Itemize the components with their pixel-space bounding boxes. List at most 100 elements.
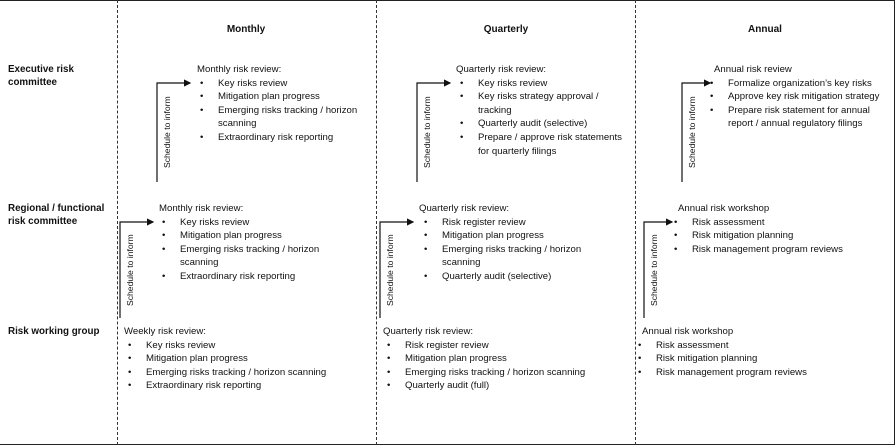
list-item: • Key risks review bbox=[200, 77, 378, 91]
bullet-icon: • bbox=[710, 91, 714, 103]
bullet-list: • Risk register review • Mitigation plan pr… bbox=[387, 339, 645, 393]
list-item: • Extraordinary risk reporting bbox=[200, 131, 378, 145]
list-item: • Risk mitigation planning bbox=[638, 352, 896, 366]
list-item-text: Prepare risk statement for annual report… bbox=[728, 104, 870, 130]
list-item-text: Mitigation plan progress bbox=[405, 353, 507, 365]
row-label-line: Regional / functional bbox=[8, 203, 105, 214]
bullet-list: •Key risks review•Mitigation plan progre… bbox=[162, 216, 340, 284]
bullet-icon: • bbox=[460, 77, 464, 89]
list-item: • Quarterly audit (selective) bbox=[424, 270, 602, 284]
block-title: Monthly risk review: bbox=[159, 203, 244, 214]
list-item-text: Risk register review bbox=[442, 216, 526, 228]
list-item-text: Risk assessment bbox=[692, 216, 765, 228]
list-item-text: Emerging risks tracking / horizon scanni… bbox=[180, 243, 320, 269]
bullet-icon: • bbox=[424, 270, 428, 282]
row-label-executive: Executive risk committee bbox=[8, 63, 74, 89]
list-item-text: Emerging risks tracking / horizon scanni… bbox=[146, 366, 327, 378]
list-item: • Risk management program reviews bbox=[638, 366, 896, 380]
bullet-icon: • bbox=[200, 131, 204, 143]
list-item-text: Quarterly audit (full) bbox=[405, 380, 490, 392]
list-item: • Formalize organization’s key risks bbox=[710, 77, 886, 91]
list-item-text: Mitigation plan progress bbox=[146, 353, 248, 365]
exec-quarterly-review: Quarterly risk review:•Key risks review•… bbox=[456, 63, 622, 158]
list-item-text: Risk management program reviews bbox=[692, 243, 843, 255]
list-item: •Risk register review bbox=[424, 216, 602, 230]
bullet-icon: • bbox=[200, 91, 204, 103]
list-item-text: Extraordinary risk reporting bbox=[180, 270, 296, 282]
bullet-icon: • bbox=[674, 243, 678, 255]
list-item-text: Extraordinary risk reporting bbox=[218, 131, 334, 143]
arrow-reg-monthly bbox=[119, 218, 155, 318]
list-item-text: Risk mitigation planning bbox=[656, 353, 758, 365]
list-item: •Key risks review bbox=[162, 216, 340, 230]
bullet-icon: • bbox=[460, 118, 464, 130]
list-item: •Emerging risks tracking / horizon scann… bbox=[424, 243, 602, 270]
list-item-text: Quarterly audit (selective) bbox=[442, 270, 552, 282]
list-item-text: Risk management program reviews bbox=[656, 366, 807, 378]
bullet-icon: • bbox=[710, 104, 714, 116]
arrow-reg-quarterly bbox=[379, 218, 415, 318]
list-item: •Key risks strategy approval / tracking bbox=[460, 90, 624, 117]
bullet-icon: • bbox=[200, 77, 204, 89]
list-item: • Mitigation plan progress bbox=[200, 90, 378, 104]
list-item: •Risk mitigation planning bbox=[674, 229, 892, 243]
bullet-list: • Risk assessment•Risk mitigation plannin… bbox=[674, 216, 892, 257]
regional-quarterly-review: Quarterly risk review: • Risk register rev… bbox=[419, 202, 581, 284]
list-item-text: Formalize organization’s key risks bbox=[728, 77, 872, 89]
block-title: Monthly risk review: bbox=[197, 64, 282, 75]
block-title: Quarterly risk review: bbox=[456, 64, 547, 75]
exec-monthly-review: Monthly risk review: • Key risks review • Mi… bbox=[197, 63, 357, 145]
bullet-list: • Key risks review • Mitigation plan progre… bbox=[200, 77, 378, 145]
bullet-icon: • bbox=[638, 353, 642, 365]
row-label-line: committee bbox=[8, 77, 57, 88]
bullet-icon: • bbox=[200, 104, 204, 116]
bullet-icon: • bbox=[638, 366, 642, 378]
arrow-reg-annual bbox=[643, 218, 674, 318]
list-item: •Key risks review bbox=[128, 339, 386, 353]
list-item-text: Mitigation plan progress bbox=[442, 230, 544, 242]
bullet-icon: • bbox=[162, 270, 166, 282]
bullet-list: •Key risks review•Mitigation plan progre… bbox=[128, 339, 386, 393]
column-divider bbox=[117, 0, 118, 445]
bullet-icon: • bbox=[128, 380, 132, 392]
arrow-exec-quarterly bbox=[416, 79, 452, 182]
column-divider bbox=[635, 0, 636, 445]
bullet-icon: • bbox=[387, 339, 391, 351]
list-item: • Risk register review bbox=[387, 339, 645, 353]
list-item-text: Mitigation plan progress bbox=[218, 91, 320, 103]
block-title: Quarterly risk review: bbox=[383, 326, 474, 337]
list-item-text: Quarterly audit (selective) bbox=[478, 118, 588, 130]
list-item-text: Key risks review bbox=[218, 77, 288, 89]
list-item-text: Key risks review bbox=[146, 339, 216, 351]
bullet-icon: • bbox=[710, 77, 714, 89]
list-item: •Extraordinary risk reporting bbox=[128, 379, 386, 393]
list-item: •Prepare / approve risk statements for q… bbox=[460, 131, 624, 158]
arrow-label: Schedule to inform bbox=[385, 234, 395, 306]
bullet-list: •Formalize organization’s key risks•Appr… bbox=[710, 77, 886, 131]
list-item-text: Key risks review bbox=[180, 216, 250, 228]
block-title: Annual risk review bbox=[714, 64, 792, 75]
list-item-text: Key risks strategy approval / tracking bbox=[478, 91, 599, 116]
row-label-line: Executive risk bbox=[8, 64, 74, 75]
bullet-icon: • bbox=[387, 366, 391, 378]
list-item: •Emerging risks tracking / horizon scann… bbox=[162, 243, 340, 270]
list-item: • Mitigation plan progress bbox=[387, 352, 645, 366]
list-item: •Mitigation plan progress bbox=[162, 229, 340, 243]
bullet-icon: • bbox=[128, 366, 132, 378]
arrow-exec-annual bbox=[681, 79, 712, 182]
column-divider bbox=[376, 0, 377, 445]
row-label-working-group: Risk working group bbox=[8, 325, 99, 338]
bullet-icon: • bbox=[638, 339, 642, 351]
list-item-text: Prepare / approve risk statements for qu… bbox=[478, 131, 622, 157]
column-header-monthly: Monthly bbox=[226, 24, 266, 35]
block-title: Quarterly risk review: bbox=[419, 203, 510, 214]
bullet-list: •Risk assessment•Risk mitigation plannin… bbox=[638, 339, 896, 380]
regional-annual-workshop: Annual risk workshop•Risk assessment•Ris… bbox=[674, 202, 878, 256]
bullet-icon: • bbox=[162, 230, 166, 242]
arrow-exec-monthly bbox=[156, 79, 192, 182]
list-item-text: Risk register review bbox=[405, 339, 489, 351]
regional-monthly-review: Monthly risk review:•Key risks review•Mi… bbox=[159, 202, 319, 284]
bullet-icon: • bbox=[674, 230, 678, 242]
bullet-icon: • bbox=[387, 353, 391, 365]
bullet-icon: • bbox=[424, 243, 428, 255]
